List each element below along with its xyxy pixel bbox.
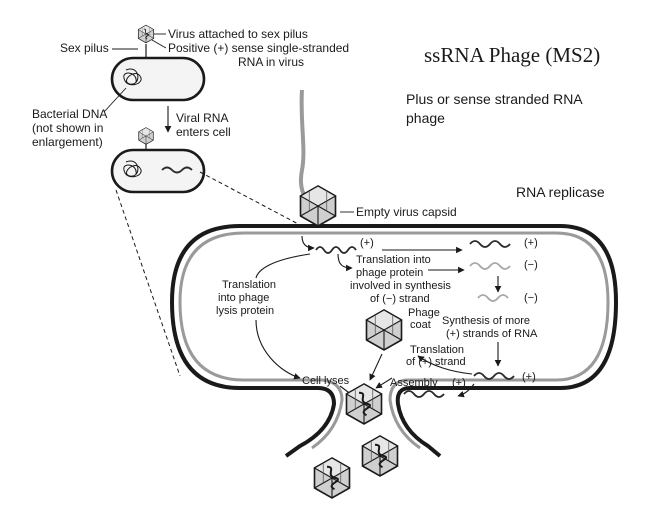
viral-rna-label-2: enters cell [176, 125, 231, 139]
assembled-phage-icon-1 [347, 384, 382, 424]
page-title: ssRNA Phage (MS2) [424, 43, 600, 67]
bacterial-dna-label-1: Bacterial DNA [32, 107, 107, 121]
plus-strand-right [469, 240, 511, 248]
subtitle-line-1: Plus or sense stranded RNA [406, 91, 583, 107]
translation-lysis-label-2: into phage [218, 292, 269, 304]
subtitle-line-2: phage [406, 110, 445, 126]
minus-strand-middle [477, 294, 509, 302]
plus-strand-assembly [403, 390, 445, 398]
synthesis-label-1: Synthesis of more [442, 315, 530, 327]
synthesis-label-2: (+) strands of RNA [446, 328, 538, 340]
translation-plus-label-1: Translation [410, 344, 464, 356]
empty-capsid-label: Empty virus capsid [356, 205, 457, 219]
lysis-arrow [255, 319, 301, 380]
translation-phage-label-3: involved in synthesis [350, 280, 451, 292]
empty-virus-capsid-icon [299, 185, 337, 227]
plus-strand-bottom [473, 372, 515, 380]
viral-rna-inset-strand [161, 166, 193, 174]
translation-phage-label-1: Translation into [356, 254, 431, 266]
translation-plus-arrow [417, 355, 473, 375]
translation-lysis-label-3: lysis protein [216, 305, 274, 317]
bacterium-cell-1 [110, 56, 206, 102]
projection-line-lower [115, 189, 181, 377]
entering-virus-icon [138, 127, 154, 145]
plus-label-right: (+) [524, 237, 538, 249]
viral-rna-label-1: Viral RNA [176, 111, 228, 125]
bacterial-dna-label-3: enlargement) [32, 135, 103, 149]
minus-label-middle: (−) [524, 292, 538, 304]
minus-strand-right [469, 262, 511, 270]
bacterial-dna-icon [123, 68, 142, 86]
positive-sense-label-1: Positive (+) sense single-stranded [168, 41, 349, 55]
cell-envelope-right [300, 224, 619, 458]
bacterial-dna-icon-2 [123, 160, 142, 178]
translation-lysis-label-1: Translation [222, 279, 276, 291]
phage-coat-icon [365, 309, 403, 351]
cell-envelope-left [169, 224, 337, 458]
cell-lyses-label: Cell lyses [302, 375, 350, 387]
assembly-label: Assembly [390, 377, 438, 389]
translation-phage-label-2: phage protein [356, 267, 423, 279]
minus-label-right: (−) [524, 259, 538, 271]
positive-sense-label-2: RNA in virus [238, 55, 304, 69]
projection-line-upper [199, 171, 303, 227]
released-phage-icon-2 [363, 436, 398, 476]
sex-pilus-large [299, 89, 314, 208]
incoming-plus-strand [315, 246, 357, 254]
plus-label-bottom: (+) [522, 371, 536, 383]
bacterial-dna-label-2: (not shown in [32, 121, 103, 135]
translation-phage-label-4: of (−) strand [370, 293, 430, 305]
bacterium-cell-2 [110, 148, 206, 194]
positive-sense-pointer [151, 39, 167, 49]
translation-plus-label-2: of (+) strand [406, 356, 466, 368]
attached-virus-icon [138, 25, 153, 43]
phage-coat-label-2: coat [410, 319, 431, 331]
inset-diagram: Virus attached to sex pilus Sex pilus Po… [32, 25, 349, 194]
phage-coat-label-1: Phage [408, 307, 440, 319]
plus-label-incoming: (+) [360, 237, 374, 249]
released-phage-icon-3 [315, 458, 350, 498]
bacterial-dna-pointer [103, 87, 127, 113]
plus-label-assembly: (+) [452, 377, 466, 389]
virus-attached-label: Virus attached to sex pilus [168, 27, 308, 41]
sex-pilus-label: Sex pilus [60, 41, 109, 55]
rna-replicase-label: RNA replicase [516, 184, 605, 200]
